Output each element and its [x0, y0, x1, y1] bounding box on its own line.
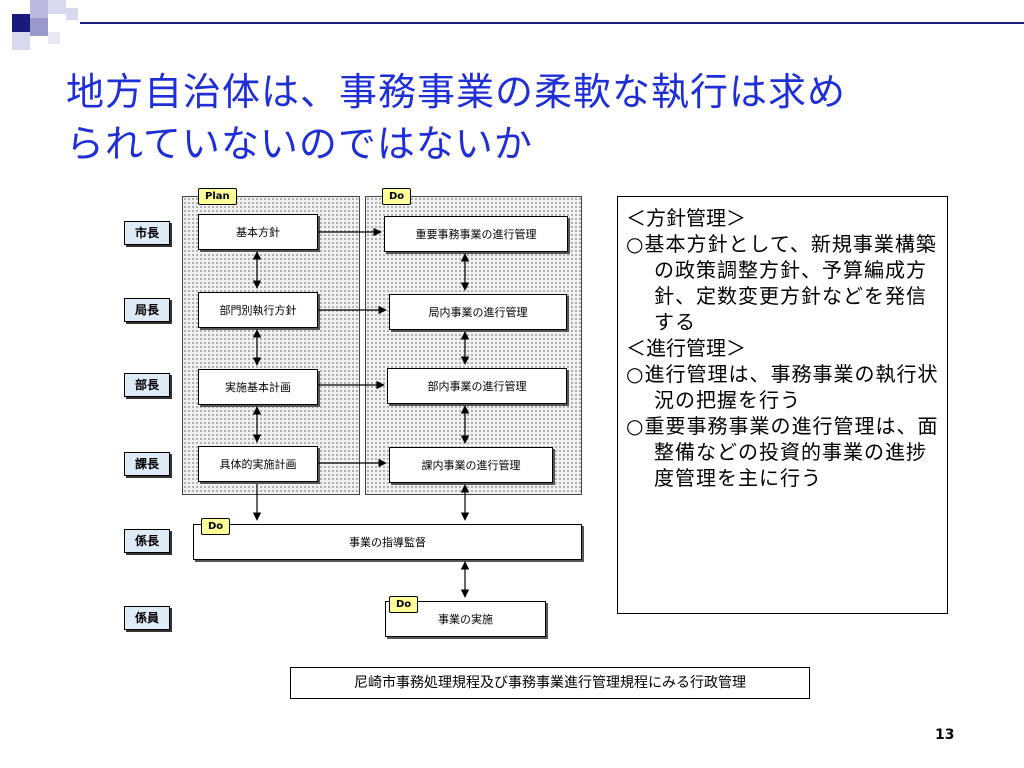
note-item-progress: ○進行管理は、事務事業の執行状況の把握を行う — [626, 362, 939, 412]
execute-do-tag: Do — [389, 596, 419, 613]
decor-square-1 — [12, 14, 30, 32]
title-line-2: られていないのではないか — [66, 122, 533, 166]
decor-square-5 — [12, 32, 30, 50]
do-panel-tag: Do — [382, 188, 412, 205]
page-number: 13 — [935, 727, 955, 743]
supervise-box: 事業の指導監督 — [193, 524, 582, 560]
role-mayor: 市長 — [124, 221, 170, 245]
decor-square-6 — [66, 8, 78, 20]
source-caption: 尼崎市事務処理規程及び事務事業進行管理規程にみる行政管理 — [290, 667, 810, 699]
supervise-do-tag: Do — [201, 518, 231, 535]
title-line-1: 地方自治体は、事務事業の柔軟な執行は求め — [66, 70, 847, 114]
role-department-head: 部長 — [124, 373, 170, 397]
role-subsection-chief: 係長 — [124, 529, 170, 553]
plan-box-specific-plan: 具体的実施計画 — [198, 446, 318, 482]
notes-panel: ＜方針管理＞ ○基本方針として、新規事業構築の政策調整方針、予算編成方針、定数変… — [617, 196, 948, 614]
decor-square-2 — [30, 0, 48, 18]
note-item-policy: ○基本方針として、新規事業構築の政策調整方針、予算編成方針、定数変更方針などを発… — [626, 232, 937, 334]
role-staff: 係員 — [124, 606, 170, 630]
do-box-department-progress: 部内事業の進行管理 — [387, 368, 567, 404]
note-item-important: ○重要事務事業の進行管理は、面整備などの投資的事業の進捗度管理を主に行う — [626, 414, 939, 490]
role-section-chief: 課長 — [124, 452, 170, 476]
plan-box-division-policy: 部門別執行方針 — [198, 292, 318, 328]
do-box-bureau-progress: 局内事業の進行管理 — [389, 294, 567, 330]
note-heading-progress: ＜進行管理＞ — [626, 336, 746, 360]
decor-square-7 — [48, 32, 60, 44]
plan-tag: Plan — [198, 188, 237, 205]
slide-title: 地方自治体は、事務事業の柔軟な執行は求め られていないのではないか — [66, 66, 966, 170]
header-rule — [80, 22, 1024, 24]
decor-square-4 — [30, 18, 48, 36]
do-box-section-progress: 課内事業の進行管理 — [389, 447, 553, 483]
plan-box-basic-plan: 実施基本計画 — [198, 369, 318, 405]
note-heading-policy: ＜方針管理＞ — [626, 206, 746, 230]
decor-square-3 — [48, 0, 66, 14]
do-box-important-progress: 重要事務事業の進行管理 — [384, 216, 568, 252]
plan-box-basic-policy: 基本方針 — [198, 214, 318, 250]
role-bureau-chief: 局長 — [124, 298, 170, 322]
